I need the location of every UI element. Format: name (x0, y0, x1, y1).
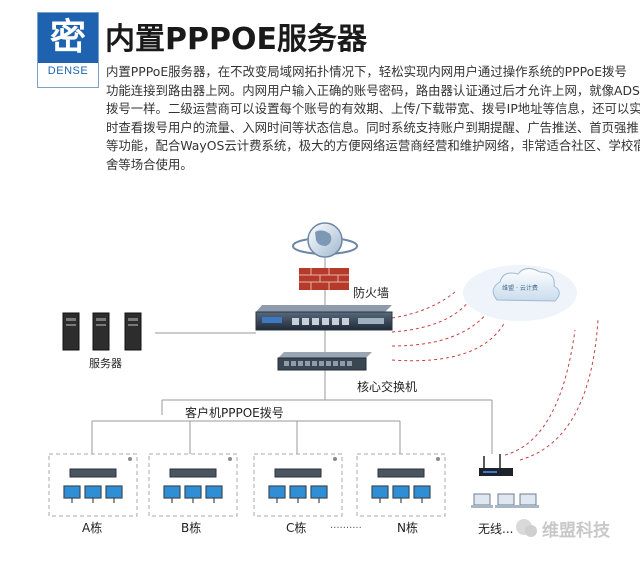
building-n-label: N栋 (397, 521, 418, 535)
cloud-text: 维盟 · 云计费 (502, 284, 538, 292)
wireless-label: 无线... (478, 520, 513, 537)
building-c-label: C栋 (286, 521, 307, 535)
wireless-router-icon (479, 454, 513, 476)
wechat-icon (516, 519, 537, 537)
building-b-label: B栋 (181, 521, 202, 535)
logo-text: DENSE (47, 65, 89, 77)
description-line: 时查看拨号用户的流量、入网时间等状态信息。同时系统支持账户到期提醒、广告推送、首… (106, 119, 639, 135)
description-line: 等功能，配合WayOS云计费系统，极大的方便网络运营商经营和维护网络，非常适合社… (106, 138, 640, 154)
building-switch-icon (69, 468, 425, 478)
server-icon (62, 312, 142, 351)
wireless-label-text: 无线 (478, 522, 503, 536)
internet-globe-icon (292, 222, 358, 258)
servers-label: 服务器 (89, 357, 122, 370)
ellipsis-label: ·········· (330, 523, 362, 534)
firewall-label: 防火墙 (353, 286, 390, 300)
description-line: 舍等场合使用。 (106, 156, 193, 172)
client-monitor-icon (63, 485, 431, 499)
description: 内置PPPoE服务器，在不改变局域网拓扑情况下，轻松实现内网用户通过操作系统的P… (106, 63, 640, 175)
wireless-label-tail: ... (502, 522, 514, 536)
dense-logo: 密 DENSE (37, 12, 99, 88)
wifi-icon (128, 457, 440, 461)
firewall-icon (299, 268, 349, 290)
page-title: 内置PPPOE服务器 (105, 22, 367, 57)
core-switch-icon (277, 352, 372, 371)
wireless-arcs (391, 291, 599, 461)
laptop-icon (471, 493, 539, 508)
connection-lines (91, 258, 493, 454)
watermark-text: 维盟科技 (542, 521, 610, 541)
main-router-icon (255, 305, 393, 331)
description-line: 拨号一样。二级运营商可以设置每个账号的有效期、上传/下载带宽、拨号IP地址等信息… (106, 101, 640, 117)
description-line: 功能连接到路由器上网。内网用户输入正确的账号密码，路由器认证通过后才允许上网，就… (106, 82, 640, 98)
building-a-label: A栋 (82, 521, 103, 535)
pppoe-client-label: 客户机PPPOE拨号 (185, 406, 284, 420)
cloud-billing-icon (463, 265, 577, 321)
logo-glyph: 密 (38, 13, 98, 63)
core-switch-label: 核心交换机 (357, 380, 418, 394)
description-line: 内置PPPoE服务器，在不改变局域网拓扑情况下，轻松实现内网用户通过操作系统的P… (106, 64, 627, 79)
building-boxes (48, 453, 446, 517)
